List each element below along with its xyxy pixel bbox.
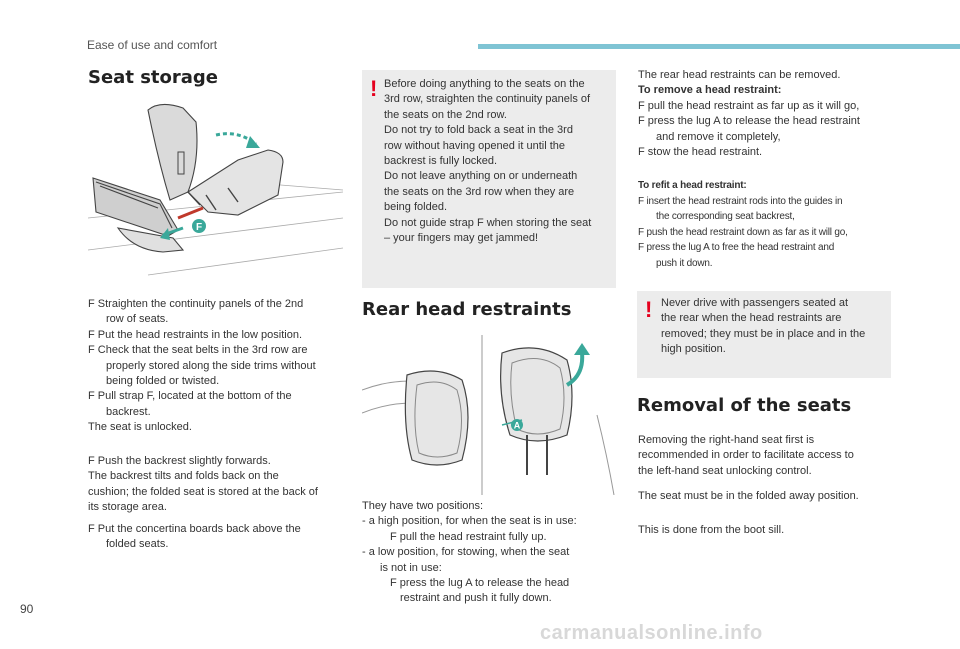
- warning-line: 3rd row, straighten the continuity panel…: [384, 93, 591, 106]
- list-item: F pull the head restraint fully up.: [390, 530, 547, 543]
- head-restraint-illustration: A: [362, 335, 615, 495]
- list-item: The backrest tilts and folds back on the: [88, 470, 279, 483]
- removal-paragraph-2: The seat must be in the folded away posi…: [638, 490, 859, 502]
- warning-line: high position.: [661, 343, 726, 356]
- list-item: the corresponding seat backrest,: [656, 211, 795, 222]
- list-item: F Straighten the continuity panels of th…: [88, 298, 304, 310]
- footer-watermark: carmanualsonline.info: [540, 622, 763, 644]
- warning-line: Do not leave anything on or underneath: [384, 170, 578, 183]
- list-item: properly stored along the side trims wit…: [106, 359, 316, 372]
- list-item: push it down.: [656, 257, 713, 269]
- list-item: F pull the head restraint as far up as i…: [638, 99, 860, 112]
- figure-label-a-badge: [511, 419, 523, 431]
- removal-paragraph-3: This is done from the boot sill.: [638, 524, 785, 536]
- storage-steps-3: F Put the concertina boards back above t…: [88, 522, 348, 553]
- list-item: F Put the concertina boards back above t…: [88, 523, 301, 535]
- list-item: F press the lug A to release the head re…: [638, 115, 860, 128]
- list-item: F stow the head restraint.: [638, 146, 763, 159]
- subheading-remove: To remove a head restraint:: [638, 84, 782, 97]
- removal-of-seats-title: Removal of the seats: [637, 395, 852, 416]
- list-item: its storage area.: [88, 501, 167, 514]
- warning-line: Before doing anything to the seats on th…: [384, 78, 585, 90]
- list-item: cushion; the folded seat is stored at th…: [88, 485, 318, 498]
- header-bar: [478, 44, 960, 49]
- list-item: row of seats.: [106, 313, 169, 326]
- warning-exclamation-icon: !: [645, 297, 653, 322]
- paragraph: The rear head restraints can be removed.: [638, 69, 841, 81]
- list-item: folded seats.: [106, 538, 169, 551]
- list-item: F push the head restraint down as far as…: [638, 226, 848, 238]
- list-item: F Pull strap F, located at the bottom of…: [88, 390, 292, 403]
- warning-line: the rear when the head restraints are: [661, 312, 842, 325]
- figure-label-f-badge: [192, 219, 206, 233]
- list-item: F press the lug A to release the head: [390, 577, 570, 590]
- warning-line: – your fingers may get jammed!: [384, 232, 539, 245]
- remove-head-restraint-section: The rear head restraints can be removed.…: [638, 68, 898, 160]
- list-item: F insert the head restraint rods into th…: [638, 195, 843, 207]
- removal-paragraph-1: Removing the right-hand seat first is re…: [638, 433, 898, 479]
- warning-line: the seats on the 2nd row.: [384, 108, 507, 121]
- storage-steps-2: F Push the backrest slightly forwards. T…: [88, 454, 353, 516]
- list-item: They have two positions:: [362, 500, 484, 512]
- list-item: - a high position, for when the seat is …: [362, 515, 577, 528]
- warning-line: backrest is fully locked.: [384, 155, 498, 168]
- warning-box-seats: ! Before doing anything to the seats on …: [362, 70, 616, 288]
- warning-exclamation-icon: !: [370, 76, 378, 101]
- subheading-refit: To refit a head restraint:: [638, 180, 747, 191]
- warning-line: row without having opened it until the: [384, 139, 566, 152]
- warning-box-passengers: ! Never drive with passengers seated at …: [637, 291, 891, 378]
- paragraph-line: Removing the right-hand seat first is: [638, 434, 815, 446]
- warning-line: Never drive with passengers seated at: [661, 297, 849, 309]
- list-item: and remove it completely,: [656, 130, 781, 143]
- figure-label-a: A: [514, 421, 521, 431]
- rear-head-restraints-title: Rear head restraints: [362, 299, 572, 320]
- paragraph-line: the left-hand seat unlocking control.: [638, 464, 812, 477]
- storage-steps-1: F Straighten the continuity panels of th…: [88, 297, 348, 436]
- list-item: F Put the head restraints in the low pos…: [88, 328, 303, 341]
- figure-label-f: F: [196, 222, 202, 233]
- warning-line: removed; they must be in place and in th…: [661, 327, 866, 340]
- warning-line: Do not guide strap F when storing the se…: [384, 216, 592, 229]
- list-item: F press the lug A to free the head restr…: [638, 242, 835, 253]
- list-item: F Check that the seat belts in the 3rd r…: [88, 344, 308, 357]
- page-number: 90: [20, 602, 34, 616]
- head-restraint-positions: They have two positions: - a high positi…: [362, 499, 618, 607]
- warning-line: Do not try to fold back a seat in the 3r…: [384, 124, 573, 137]
- list-item: being folded or twisted.: [106, 375, 220, 388]
- warning-line: being folded.: [384, 201, 447, 214]
- warning-line: the seats on the 3rd row when they are: [384, 185, 575, 198]
- seat-storage-illustration: F: [88, 103, 343, 276]
- list-item: The seat is unlocked.: [88, 421, 192, 434]
- list-item: restraint and push it fully down.: [400, 592, 552, 605]
- list-item: F Push the backrest slightly forwards.: [88, 455, 271, 467]
- refit-head-restraint-section: To refit a head restraint: F insert the …: [638, 178, 898, 271]
- list-item: backrest.: [106, 405, 151, 418]
- section-header: Ease of use and comfort: [87, 38, 218, 52]
- seat-storage-title: Seat storage: [88, 67, 218, 88]
- list-item: is not in use:: [380, 561, 442, 574]
- list-item: - a low position, for stowing, when the …: [362, 546, 570, 559]
- paragraph-line: recommended in order to facilitate acces…: [638, 449, 854, 462]
